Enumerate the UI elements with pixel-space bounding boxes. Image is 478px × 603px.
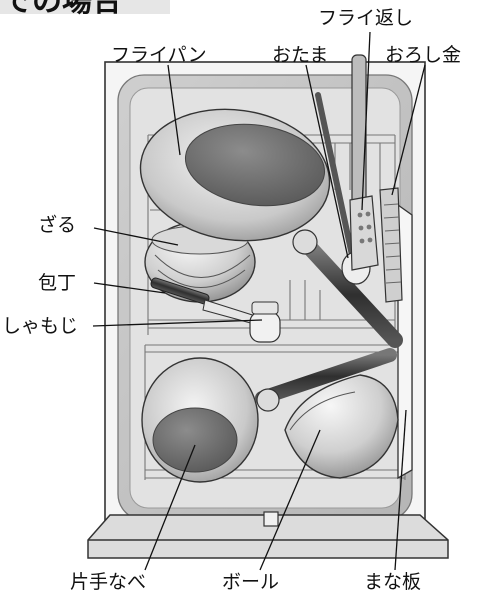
title-area: での場合 [0,0,170,19]
label-cutting-board: まな板 [364,571,421,593]
label-ladle: おたま [272,44,328,66]
label-bowl: ボール [222,571,279,593]
label-rice-paddle: しゃもじ [2,315,78,337]
saucepan-handle-ring [257,389,279,411]
label-colander: ざる [38,213,76,236]
label-frying-pan: フライパン [111,44,207,66]
rice-paddle-head [250,312,280,342]
frying-pan-handle-ring [293,230,317,254]
label-turner: フライ返し [318,7,413,29]
turner-handle [352,55,366,205]
label-grater: おろし金 [385,44,461,66]
saucepan-inside [153,408,237,472]
rice-paddle [250,302,280,342]
door-latch [264,512,278,526]
section-title: での場合 [2,0,122,19]
label-knife: 包丁 [38,272,76,294]
rice-paddle-neck [252,302,278,314]
label-saucepan: 片手なべ [70,571,146,593]
